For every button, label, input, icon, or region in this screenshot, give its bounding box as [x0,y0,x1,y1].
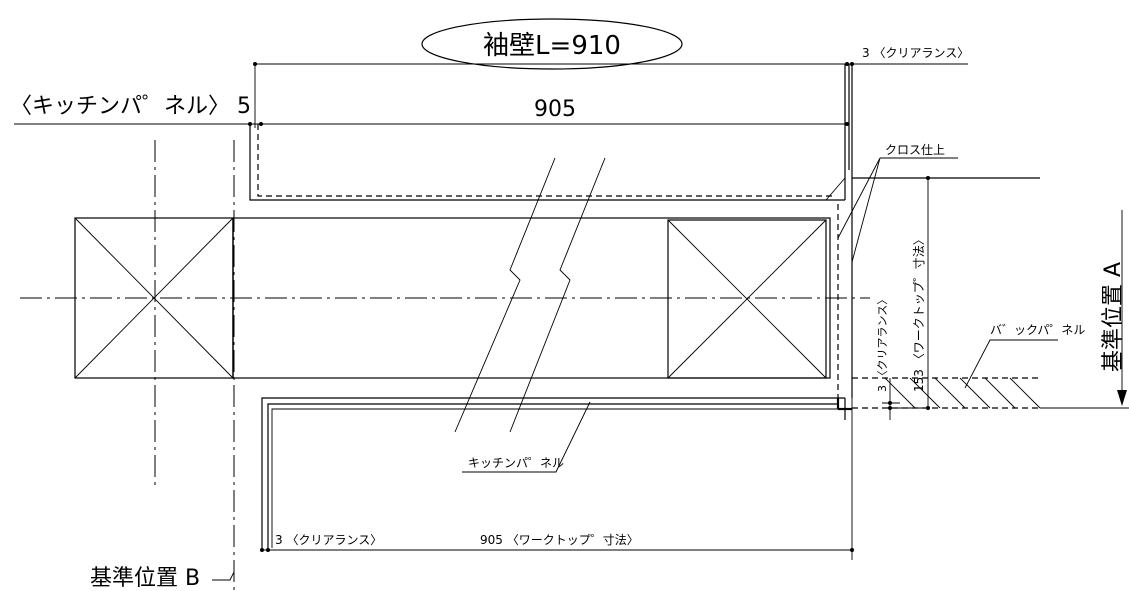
kitchen-panel-label: キッチンパ゜ネル [468,456,564,470]
worktop-vertical-label: 153 〈ワークトップ゜寸法〉 [912,233,926,392]
cross-finish-label: クロス仕上 [885,143,945,157]
lower-wall-innermost [271,408,838,548]
reference-b-marker [212,571,235,581]
bottom-worktop-label: 905 〈ワークトップ゜寸法〉 [480,533,639,547]
main-dimension: 905 [534,97,576,122]
right-cabinet-box [667,219,827,379]
break-line-left [454,157,556,433]
back-panel-leader [964,339,1058,389]
title-dimension: 袖壁L=910 [483,31,621,61]
back-panel-hatch [884,377,1041,409]
reference-a-arrowhead [1117,390,1127,406]
panel-heading: 〈キッチンパ゜ネル〉 5 [10,94,251,119]
right-wall-outline [851,64,1040,179]
break-line-right [509,157,606,433]
back-panel-label: バ゛ックパ゜ネル [990,323,1085,337]
reference-b-label: 基準位置 B [90,566,200,591]
top-clearance-label: 3 〈クリアランス〉 [862,46,969,60]
clearance-vertical-label: 3 〈クリアランス〉 [876,294,889,392]
bottom-clearance-label: 3 〈クリアランス〉 [275,533,382,547]
upper-wall-outline [249,124,845,201]
title-ellipse [421,18,683,70]
lower-wall-outer [261,397,845,548]
kitchen-panel-leader [462,401,591,473]
upper-panel-dashed [257,124,832,197]
lower-wall-inner [267,403,838,548]
